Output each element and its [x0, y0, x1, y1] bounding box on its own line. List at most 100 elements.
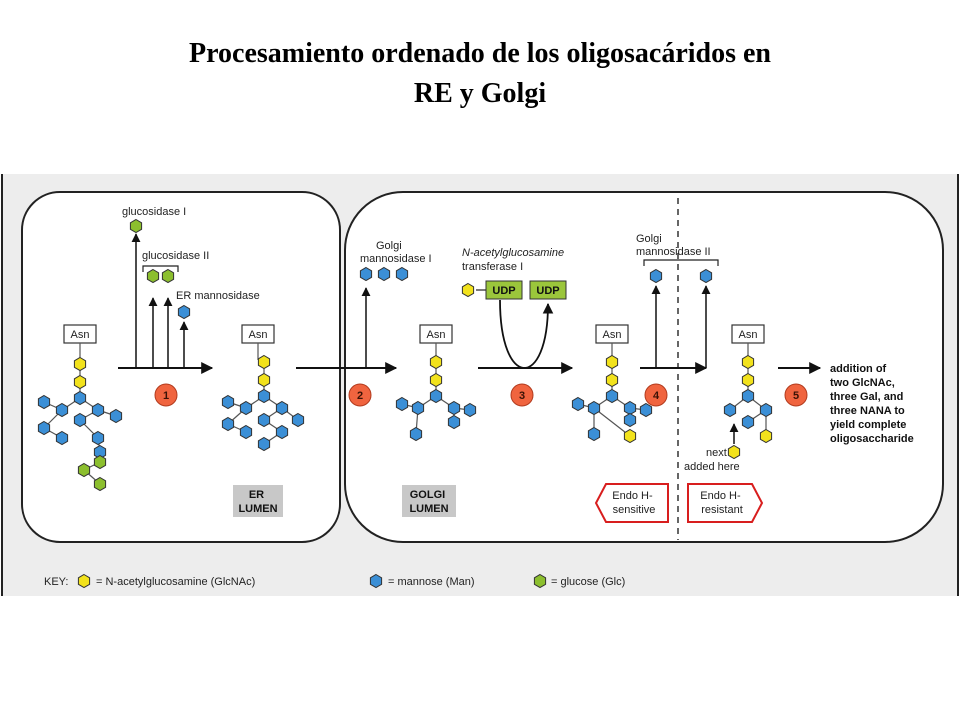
s1-glucose-icon [93, 476, 107, 492]
page-title: Procesamiento ordenado de los oligosacár… [60, 34, 900, 114]
step-number-1: 1 [163, 390, 169, 402]
s1-glcnac-icon [73, 374, 87, 390]
label-golgi-mannosidase-1: Golgi mannosidase I [360, 240, 432, 265]
label-golgi-mannosidase-2: Golgi mannosidase II [636, 233, 711, 258]
golgi-lumen-line-2: LUMEN [409, 503, 448, 515]
s2-mannose-icon [221, 416, 235, 432]
er-lumen-label: ER LUMEN [238, 489, 277, 515]
addition-text-line-5: yield complete [830, 419, 906, 431]
label-gm2-line-1: Golgi [636, 233, 662, 245]
removed-glucose-icon [129, 218, 143, 234]
s5-glcnac-icon [741, 354, 755, 370]
key-glcnac-text: = N-acetylglucosamine (GlcNAc) [96, 576, 255, 588]
s4-mannose-icon [639, 402, 653, 418]
s1-mannose-icon [109, 408, 123, 424]
label-er-mannosidase: ER mannosidase [176, 290, 260, 302]
endo-h-resistant-line-2: resistant [701, 504, 743, 516]
step-circle-3 [510, 383, 534, 407]
s5-glcnac-icon [741, 372, 755, 388]
addition-text-line-4: three NANA to [830, 405, 905, 417]
label-glucosidase-1: glucosidase I [122, 206, 186, 218]
s2-mannose-icon [257, 436, 271, 452]
asn-label-3: Asn [427, 329, 446, 341]
s1-mannose-icon [55, 430, 69, 446]
s1-glucose-icon [77, 462, 91, 478]
key-mannose-icon [369, 573, 383, 589]
er-lumen-box [233, 485, 283, 517]
step-number-4: 4 [653, 390, 660, 402]
endo-h-sensitive-box [594, 483, 669, 523]
removed-mannose-icon [177, 304, 191, 320]
removed-mannose-icon [699, 268, 713, 284]
er-lumen-line-1: ER [249, 489, 264, 501]
key-mannose-text: = mannose (Man) [388, 576, 475, 588]
s2-mannose-icon [221, 394, 235, 410]
s1-mannose-icon [55, 402, 69, 418]
s2-mannose-icon [291, 412, 305, 428]
endo-h-sensitive-label: Endo H- sensitive [612, 490, 655, 516]
next-glcnac-icon [727, 444, 741, 460]
removed-mannose-icon [395, 266, 409, 282]
s5-mannose-icon [723, 402, 737, 418]
addition-text-line-1: addition of [830, 363, 887, 375]
removed-mannose-icon [377, 266, 391, 282]
asn-label-5: Asn [739, 329, 758, 341]
label-glcnac-transferase: N-acetylglucosamine transferase I [462, 247, 567, 273]
s1-mannose-icon [73, 412, 87, 428]
s1-mannose-icon [37, 394, 51, 410]
s1-mannose-icon [73, 390, 87, 406]
s3-mannose-icon [395, 396, 409, 412]
bracket-golgi-mannosidase-2 [643, 259, 719, 266]
s3-mannose-icon [447, 414, 461, 430]
label-glcnac-transferase-line-2: transferase I [462, 261, 523, 273]
step-circle-5 [784, 383, 808, 407]
asn-label-4: Asn [603, 329, 622, 341]
step-number-3: 3 [519, 390, 525, 402]
s3-mannose-icon [409, 426, 423, 442]
s2-mannose-icon [275, 424, 289, 440]
s4-mannose-icon [587, 426, 601, 442]
s2-mannose-icon [275, 400, 289, 416]
removed-mannose-icon [649, 268, 663, 284]
s5-mannose-icon [741, 414, 755, 430]
s2-mannose-icon [257, 388, 271, 404]
step-circle-4 [644, 383, 668, 407]
key-glucose-text: = glucose (Glc) [551, 576, 625, 588]
endo-h-resistant-line-1: Endo H- [700, 490, 741, 502]
removed-mannose-icon [359, 266, 373, 282]
endo-h-sensitive-line-2: sensitive [613, 504, 656, 516]
label-gm1-line-2: mannosidase I [360, 253, 432, 265]
endo-h-resistant-label: Endo H- resistant [700, 490, 743, 516]
s4-mannose-icon [623, 400, 637, 416]
s1-mannose-icon [91, 402, 105, 418]
udp-glcnac-icon [461, 282, 475, 298]
step-circle-2 [348, 383, 372, 407]
s4-mannose-icon [623, 412, 637, 428]
key-label: KEY: [44, 576, 68, 588]
golgi-lumen-line-1: GOLGI [410, 489, 445, 501]
s3-mannose-icon [447, 400, 461, 416]
golgi-lumen-box [402, 485, 456, 517]
next-added-label: next added here [684, 447, 740, 473]
label-glucosidase-2: glucosidase II [142, 250, 209, 262]
s4-mannose-icon [571, 396, 585, 412]
udp-transfer-curve [499, 299, 554, 369]
s4-glcnac-icon [605, 372, 619, 388]
title-line-1: Procesamiento ordenado de los oligosacár… [188, 38, 771, 69]
label-glcnac-transferase-line-1: N-acetylglucosamine [462, 247, 564, 259]
s4-glcnac-icon [605, 354, 619, 370]
s5-mannose-icon [741, 388, 755, 404]
s3-mannose-icon [411, 400, 425, 416]
s2-mannose-icon [239, 400, 253, 416]
s2-mannose-icon [257, 412, 271, 428]
key-glucose-icon [533, 573, 547, 589]
glycosidic-bond [593, 407, 631, 437]
s1-mannose-icon [91, 430, 105, 446]
s2-glcnac-icon [257, 354, 271, 370]
s5-mannose-icon [759, 402, 773, 418]
next-added-line-2: added here [684, 461, 740, 473]
udp-label-2: UDP [536, 285, 559, 297]
s2-glcnac-icon [257, 372, 271, 388]
